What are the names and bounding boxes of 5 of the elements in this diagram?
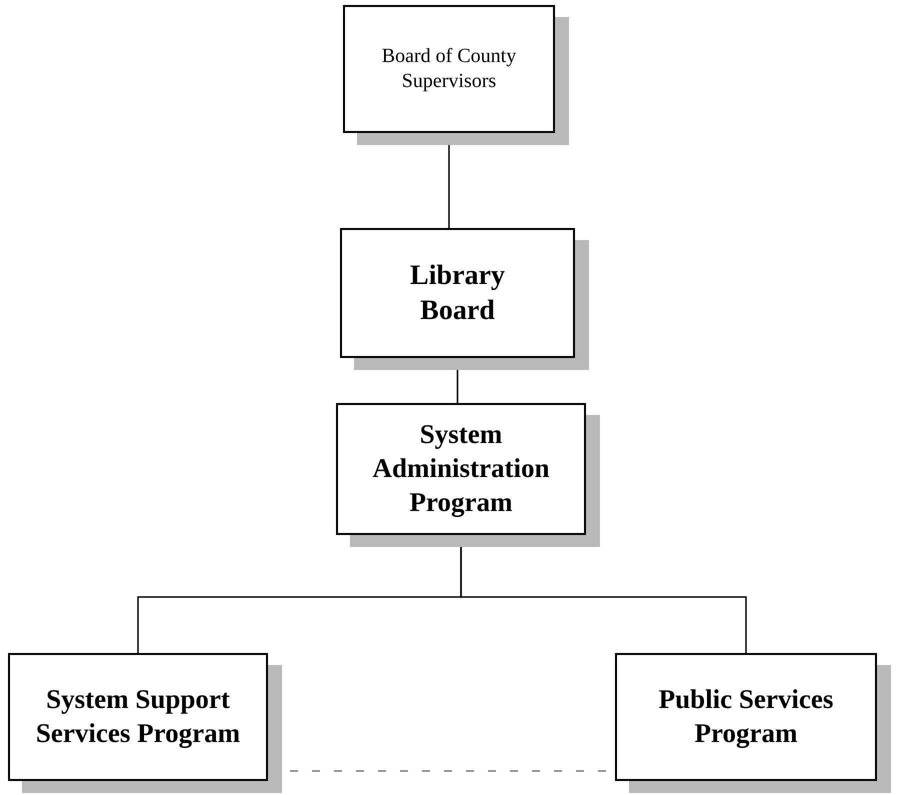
box-label: Public Services Program [658, 683, 834, 750]
box-label: System Administration Program [371, 418, 551, 519]
box-label: System Support Services Program [34, 683, 242, 750]
box-label: Library Board [409, 259, 506, 328]
box-label: Board of County Supervisors [380, 44, 518, 94]
